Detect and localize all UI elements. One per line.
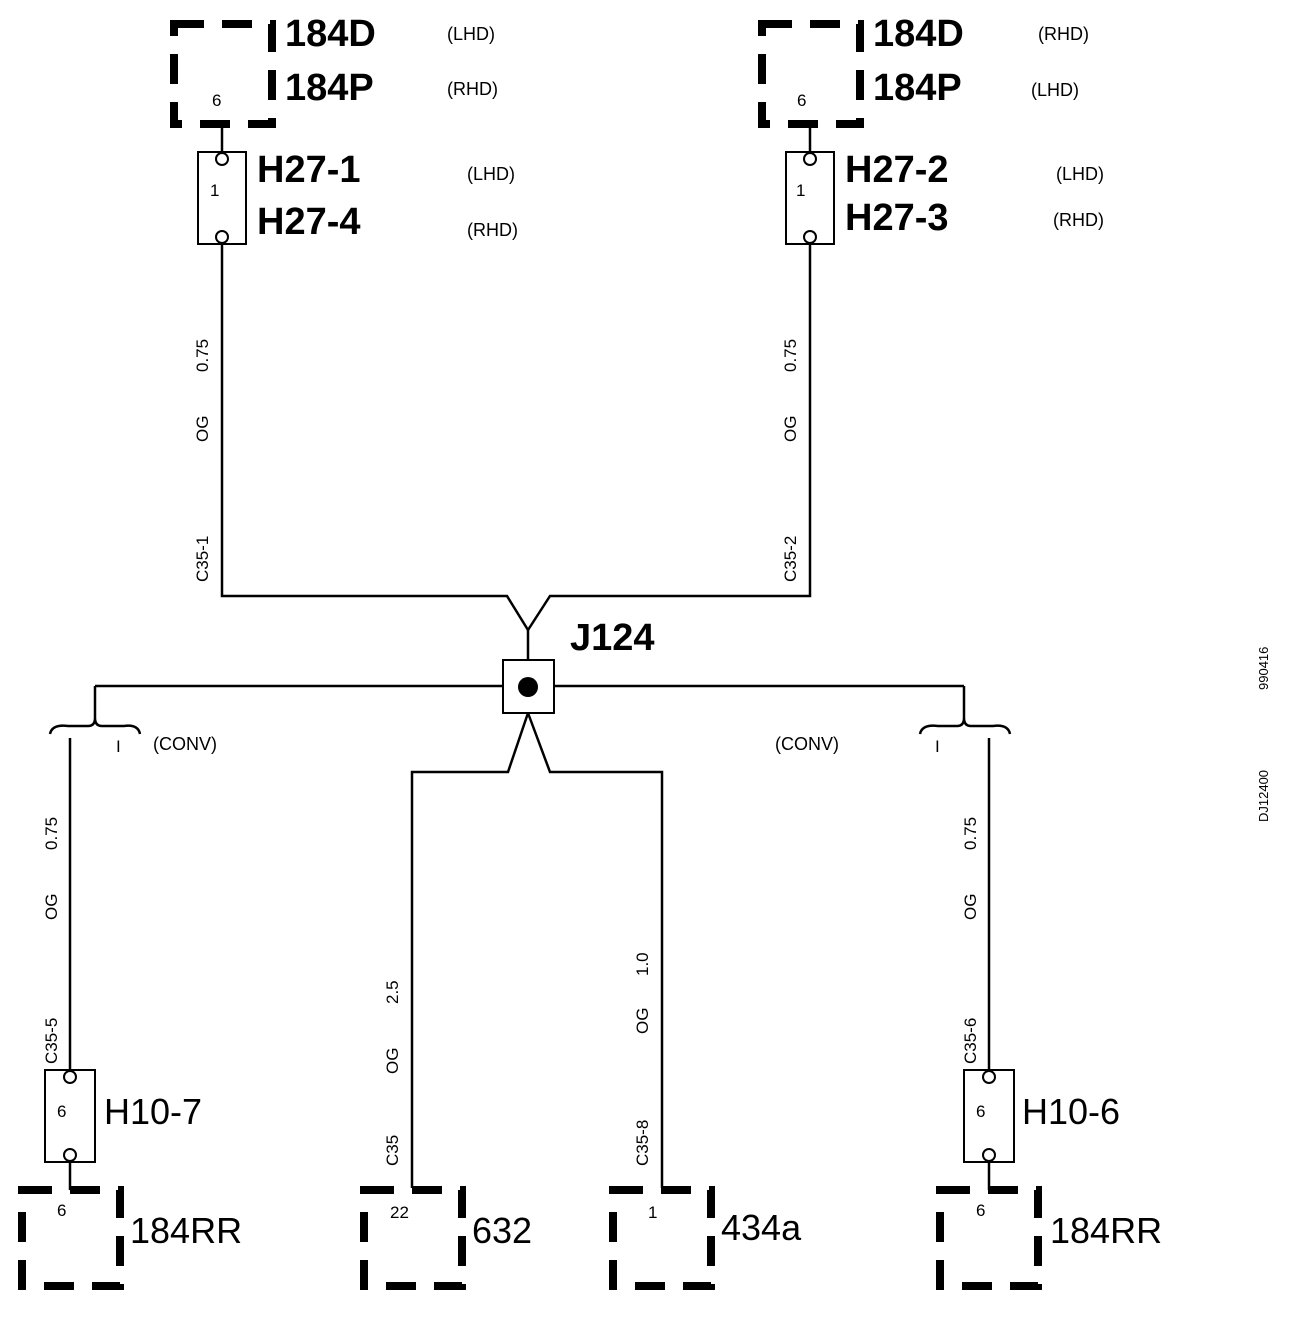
connector-label-184p-right: 184P — [873, 67, 962, 109]
wire-circuit-c35-6: C35-6 — [961, 1018, 980, 1064]
margin-code-drawing: DJ12400 — [1256, 770, 1271, 822]
wire-c35 — [410, 712, 530, 1188]
inline-connector-h10-6 — [963, 1069, 1015, 1163]
connector-pin-right: 6 — [797, 91, 806, 110]
inline-pin-left: 1 — [210, 181, 219, 200]
wire-size-c35-8: 1.0 — [633, 952, 652, 976]
inline-label-h27-2: H27-2 — [845, 149, 949, 191]
wire-size-c35: 2.5 — [383, 980, 402, 1004]
wire-circuit-c35-5: C35-5 — [42, 1018, 61, 1064]
option-label-left: (CONV) — [153, 734, 217, 754]
connector-pin-184rr-right: 6 — [976, 1201, 985, 1220]
pin-terminal — [982, 1148, 996, 1162]
wire-color-c35: OG — [383, 1048, 402, 1074]
wire-size-c35-5: 0.75 — [42, 817, 61, 850]
connector-184rr-left — [18, 1186, 124, 1290]
connector-434a — [609, 1186, 715, 1290]
inline-pin-h10-7: 6 — [57, 1102, 66, 1121]
connector-label-184d-left: 184D — [285, 13, 376, 55]
wire-c35-1 — [220, 244, 530, 631]
pin-terminal — [215, 152, 229, 166]
pin-terminal — [63, 1148, 77, 1162]
connector-pin-632: 22 — [390, 1203, 409, 1222]
connector-label-434a: 434a — [721, 1207, 802, 1248]
wire-circuit-c35-1: C35-1 — [193, 536, 212, 582]
pin-terminal — [803, 152, 817, 166]
wire-color-c35-2: OG — [781, 416, 800, 442]
inline-note-h27-2: (LHD) — [1056, 164, 1104, 184]
inline-note-h27-1: (LHD) — [467, 164, 515, 184]
connector-pin-434a: 1 — [648, 1203, 657, 1222]
margin-code-date: 990416 — [1256, 647, 1271, 690]
inline-label-h10-7: H10-7 — [104, 1091, 202, 1132]
inline-pin-h10-6: 6 — [976, 1102, 985, 1121]
connector-label-632: 632 — [472, 1210, 532, 1251]
wire-c35-8 — [526, 712, 664, 1188]
pin-terminal — [982, 1070, 996, 1084]
wire-color-c35-1: OG — [193, 416, 212, 442]
pin-terminal — [803, 230, 817, 244]
inline-label-h27-3: H27-3 — [845, 197, 949, 239]
inline-pin-right: 1 — [796, 181, 805, 200]
wire-size-c35-2: 0.75 — [781, 339, 800, 372]
connector-pin-left: 6 — [212, 91, 221, 110]
pin-terminal — [63, 1070, 77, 1084]
inline-note-h27-3: (RHD) — [1053, 210, 1104, 230]
wire-color-c35-6: OG — [961, 894, 980, 920]
connector-label-184p-left: 184P — [285, 67, 374, 109]
option-mark-right: I — [935, 737, 940, 756]
wire-size-c35-1: 0.75 — [193, 339, 212, 372]
option-brace-left — [48, 717, 142, 735]
option-mark-left: I — [116, 737, 121, 756]
connector-note-184d-left: (LHD) — [447, 24, 495, 44]
connector-184d-184p-right — [758, 20, 864, 128]
wire-color-c35-8: OG — [633, 1008, 652, 1034]
wire-c35-2 — [526, 244, 812, 631]
connector-label-184d-right: 184D — [873, 13, 964, 55]
wire-color-c35-5: OG — [42, 894, 61, 920]
splice-dot — [518, 677, 538, 697]
splice-label: J124 — [570, 617, 655, 659]
inline-label-h10-6: H10-6 — [1022, 1091, 1120, 1132]
inline-note-h27-4: (RHD) — [467, 220, 518, 240]
wire-size-c35-6: 0.75 — [961, 817, 980, 850]
option-brace-right — [918, 717, 1012, 735]
connector-label-184rr-left: 184RR — [130, 1210, 242, 1251]
wire-circuit-c35-2: C35-2 — [781, 536, 800, 582]
connector-pin-184rr-left: 6 — [57, 1201, 66, 1220]
connector-note-184d-right: (RHD) — [1038, 24, 1089, 44]
wire-circuit-c35: C35 — [383, 1135, 402, 1166]
inline-label-h27-1: H27-1 — [257, 149, 361, 191]
connector-632 — [360, 1186, 466, 1290]
option-label-right: (CONV) — [775, 734, 839, 754]
connector-note-184p-left: (RHD) — [447, 79, 498, 99]
pin-terminal — [215, 230, 229, 244]
inline-label-h27-4: H27-4 — [257, 201, 361, 243]
connector-184d-184p-left — [170, 20, 276, 128]
connector-184rr-right — [936, 1186, 1042, 1290]
connector-note-184p-right: (LHD) — [1031, 80, 1079, 100]
wire-circuit-c35-8: C35-8 — [633, 1120, 652, 1166]
connector-label-184rr-right: 184RR — [1050, 1210, 1162, 1251]
